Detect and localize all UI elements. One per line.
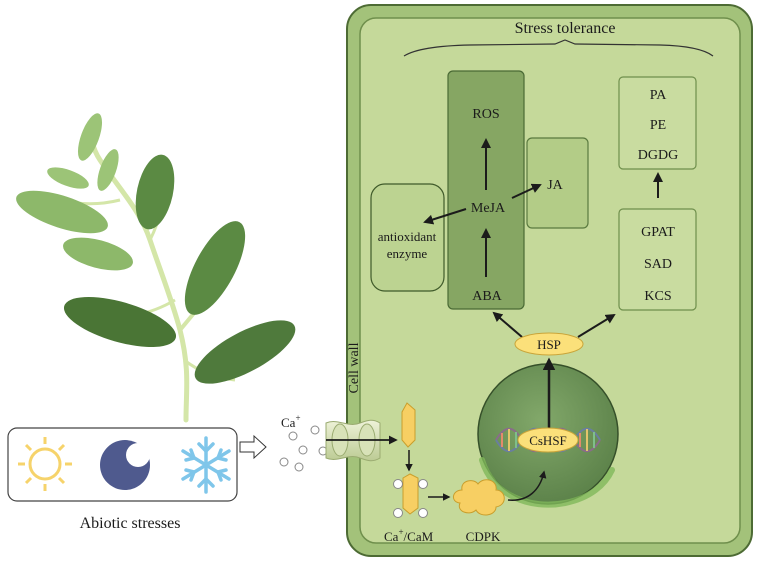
ja-box — [526, 137, 589, 229]
abiotic-stresses-label: Abiotic stresses — [80, 515, 181, 532]
calcium-ions — [279, 425, 328, 472]
hsp-label: HSP — [537, 337, 561, 352]
aba-label: ABA — [472, 289, 502, 304]
hsp-to-aba-arrow — [492, 311, 523, 338]
snowflake-icon — [181, 436, 231, 494]
hsp-to-lipid-arrow — [577, 313, 616, 338]
lipid-product-box — [618, 76, 697, 170]
lipid-enzyme-0: GPAT — [641, 225, 675, 240]
meja-to-antioxidant-arrow — [423, 208, 467, 225]
hsp-ellipse — [514, 332, 584, 356]
moon-icon — [100, 440, 150, 490]
cell-wall-label: Cell wall — [347, 342, 362, 393]
lipid-enzyme-1: SAD — [644, 257, 672, 272]
title-brace — [403, 39, 714, 57]
meja-to-ja-arrow — [511, 183, 542, 199]
sun-icon — [18, 437, 72, 491]
cdpk-shape — [453, 479, 505, 516]
calmodulin-complex — [393, 473, 428, 518]
stress-tolerance-title: Stress tolerance — [515, 20, 616, 37]
cshsf-label: CsHSF — [529, 433, 567, 448]
ros-label: ROS — [472, 107, 499, 122]
cshsf-ellipse — [517, 427, 579, 453]
antioxidant-box — [370, 183, 445, 292]
ja-label: JA — [547, 178, 563, 193]
lipid-product-0: PA — [650, 88, 668, 103]
lipid-product-1: PE — [650, 118, 666, 133]
antioxidant-label-line1: antioxidant — [378, 229, 437, 244]
ca-ion-label: Ca+ — [281, 413, 301, 430]
stress-signal-arrow — [239, 434, 267, 460]
meja-label: MeJA — [471, 201, 506, 216]
lipid-enzyme-box — [618, 208, 697, 311]
cdpk-to-nucleus-arrow — [507, 470, 547, 501]
calmodulin-label: Ca+/CaM — [384, 527, 434, 544]
abiotic-stress-box — [7, 427, 238, 502]
lipid-enzyme-2: KCS — [644, 289, 671, 304]
plant-illustration — [16, 113, 296, 423]
calcium-sensor — [401, 402, 416, 448]
lipid-product-2: DGDG — [638, 148, 678, 163]
antioxidant-label-line2: enzyme — [387, 246, 428, 261]
cdpk-label: CDPK — [466, 529, 501, 544]
